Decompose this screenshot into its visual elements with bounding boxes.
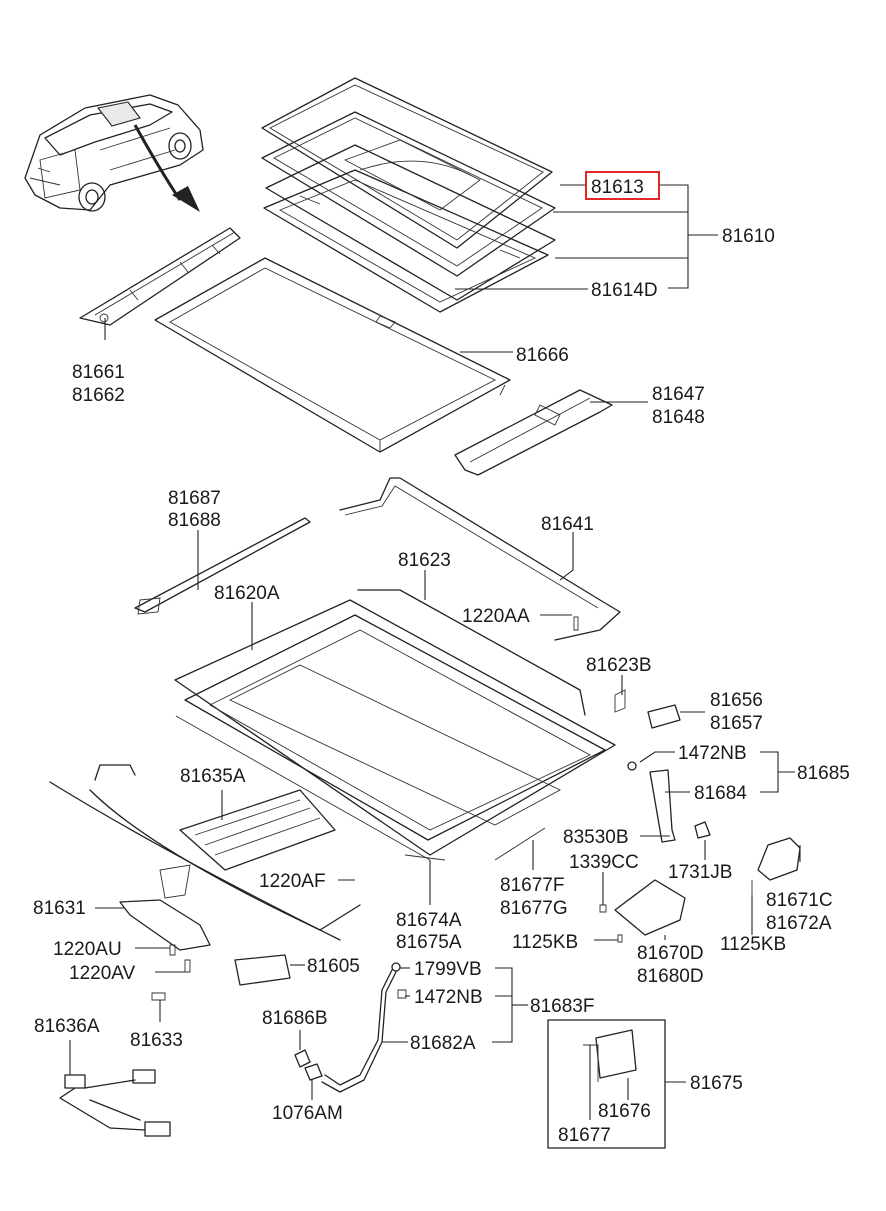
part-label-81674a[interactable]: 81674A bbox=[396, 910, 462, 931]
part-label-81657[interactable]: 81657 bbox=[710, 713, 763, 734]
part-label-81662[interactable]: 81662 bbox=[72, 385, 125, 406]
part-label-81623b[interactable]: 81623B bbox=[586, 655, 652, 676]
part-label-81613[interactable]: 81613 bbox=[591, 177, 644, 198]
part-label-81685[interactable]: 81685 bbox=[797, 763, 850, 784]
part-label-1472nb-a[interactable]: 1472NB bbox=[678, 743, 747, 764]
part-label-81676[interactable]: 81676 bbox=[598, 1101, 651, 1122]
part-label-81656[interactable]: 81656 bbox=[710, 690, 763, 711]
part-label-81683f[interactable]: 81683F bbox=[530, 996, 594, 1017]
part-label-1220aa[interactable]: 1220AA bbox=[462, 606, 530, 627]
part-label-81682a[interactable]: 81682A bbox=[410, 1033, 476, 1054]
part-label-1076am[interactable]: 1076AM bbox=[272, 1103, 343, 1124]
part-label-81675[interactable]: 81675 bbox=[690, 1073, 743, 1094]
deflector-bracket-illustration bbox=[79, 227, 241, 326]
part-label-81623[interactable]: 81623 bbox=[398, 550, 451, 571]
part-label-1220af[interactable]: 1220AF bbox=[259, 871, 326, 892]
car-locator-illustration bbox=[24, 94, 204, 212]
part-label-81641[interactable]: 81641 bbox=[541, 514, 594, 535]
wiring-harness-illustration bbox=[59, 1069, 171, 1137]
repair-kit-illustration bbox=[547, 1019, 666, 1149]
highlight-box bbox=[585, 171, 660, 200]
part-label-81671c[interactable]: 81671C bbox=[766, 890, 833, 911]
drain-hose-illustration bbox=[294, 962, 407, 1093]
part-label-81680d[interactable]: 81680D bbox=[637, 966, 704, 987]
part-label-81614d[interactable]: 81614D bbox=[591, 280, 658, 301]
part-label-81677[interactable]: 81677 bbox=[558, 1125, 611, 1146]
part-label-81672a[interactable]: 81672A bbox=[766, 913, 832, 934]
part-label-81677g[interactable]: 81677G bbox=[500, 898, 568, 919]
part-label-81666[interactable]: 81666 bbox=[516, 345, 569, 366]
leader-lines bbox=[69, 184, 801, 1120]
part-labels: 81613 81610 81614D 81661 81662 81666 816… bbox=[33, 177, 850, 1146]
part-label-81648[interactable]: 81648 bbox=[652, 407, 705, 428]
part-label-1731jb[interactable]: 1731JB bbox=[668, 862, 732, 883]
part-label-81677f[interactable]: 81677F bbox=[500, 875, 564, 896]
part-label-81687[interactable]: 81687 bbox=[168, 488, 221, 509]
sunroof-frame-illustration bbox=[174, 589, 616, 861]
part-label-1799vb[interactable]: 1799VB bbox=[414, 959, 482, 980]
part-label-81605[interactable]: 81605 bbox=[307, 956, 360, 977]
part-label-81647[interactable]: 81647 bbox=[652, 384, 705, 405]
part-label-81631[interactable]: 81631 bbox=[33, 898, 86, 919]
deflector-arm-illustration bbox=[339, 477, 621, 641]
part-label-1220av[interactable]: 1220AV bbox=[69, 963, 136, 984]
part-label-1125kb-b[interactable]: 1125KB bbox=[720, 934, 786, 955]
part-label-1220au[interactable]: 1220AU bbox=[53, 939, 122, 960]
part-label-81661[interactable]: 81661 bbox=[72, 362, 125, 383]
part-label-81688[interactable]: 81688 bbox=[168, 510, 221, 531]
part-label-81633[interactable]: 81633 bbox=[130, 1030, 183, 1051]
part-label-1339cc[interactable]: 1339CC bbox=[569, 852, 639, 873]
part-label-1125kb-a[interactable]: 1125KB bbox=[512, 932, 578, 953]
sunshade-panel-illustration bbox=[154, 257, 511, 453]
cable-guide-illustration bbox=[134, 517, 311, 615]
guide-rail-illustration bbox=[454, 389, 613, 476]
part-label-83530b[interactable]: 83530B bbox=[563, 827, 629, 848]
part-label-81684[interactable]: 81684 bbox=[694, 783, 747, 804]
glass-assembly-illustration bbox=[261, 77, 556, 313]
part-label-81610[interactable]: 81610 bbox=[722, 226, 775, 247]
part-label-81636a[interactable]: 81636A bbox=[34, 1016, 100, 1037]
part-label-1472nb-b[interactable]: 1472NB bbox=[414, 987, 483, 1008]
part-label-81686b[interactable]: 81686B bbox=[262, 1008, 328, 1029]
motor-and-cable-illustration bbox=[49, 764, 361, 1001]
part-label-81675a[interactable]: 81675A bbox=[396, 932, 462, 953]
part-label-81620a[interactable]: 81620A bbox=[214, 583, 280, 604]
part-label-81635a[interactable]: 81635A bbox=[180, 766, 246, 787]
part-label-81670d[interactable]: 81670D bbox=[637, 943, 704, 964]
